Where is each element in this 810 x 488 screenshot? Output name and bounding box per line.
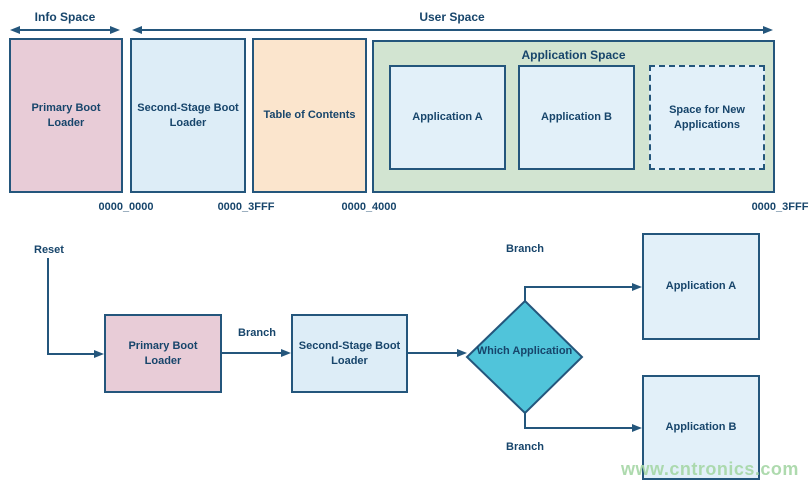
- decision-label: Which Application: [476, 345, 573, 357]
- flow-node-second-stage-label: Second-Stage Boot Loader: [298, 340, 401, 367]
- memory-block-table-of-contents: Table of Contents: [252, 38, 367, 193]
- memory-block-application-a-label: Application A: [412, 111, 483, 124]
- flow-node-application-a: Application A: [642, 233, 760, 340]
- flow-node-application-b: Application B: [642, 375, 760, 480]
- branch-label-1: Branch: [238, 327, 276, 339]
- address-0000-0000: 0000_0000: [98, 201, 154, 213]
- memory-block-application-b: Application B: [518, 65, 635, 170]
- memory-block-application-b-label: Application B: [541, 111, 612, 124]
- address-0000-4000: 0000_4000: [341, 201, 397, 213]
- branch-arrow-app-a: [524, 283, 642, 301]
- memory-block-second-stage-label: Second-Stage Boot Loader: [137, 102, 239, 129]
- memory-block-table-of-contents-label: Table of Contents: [263, 109, 356, 122]
- memory-block-primary-boot-loader: Primary Boot Loader: [9, 38, 123, 193]
- address-end-0000-3fff: 0000_3FFF: [751, 201, 809, 213]
- info-space-label: Info Space: [34, 10, 96, 24]
- memory-block-space-for-new-applications-label: Space for New Applications: [669, 104, 745, 131]
- flow-node-application-b-label: Application B: [665, 421, 737, 434]
- memory-block-primary-boot-loader-label: Primary Boot Loader: [31, 102, 101, 129]
- address-0000-3fff: 0000_3FFF: [217, 201, 275, 213]
- user-space-label: User Space: [419, 10, 485, 24]
- application-space-container: Application Space Application A Applicat…: [372, 40, 775, 193]
- memory-block-space-for-new-applications: Space for New Applications: [649, 65, 765, 170]
- branch-label-2: Branch: [506, 243, 544, 255]
- flow-node-application-a-label: Application A: [665, 280, 737, 293]
- application-space-label: Application Space: [521, 48, 626, 62]
- watermark-text: www.cntronics.com: [621, 459, 799, 479]
- branch-arrow-app-b: [524, 413, 642, 432]
- flow-node-primary-boot-loader-label: Primary Boot Loader: [128, 340, 198, 367]
- flow-node-second-stage: Second-Stage Boot Loader: [291, 314, 408, 393]
- branch-label-3: Branch: [506, 441, 544, 453]
- memory-block-second-stage: Second-Stage Boot Loader: [130, 38, 246, 193]
- flow-node-primary-boot-loader: Primary Boot Loader: [104, 314, 222, 393]
- reset-arrow: [47, 258, 104, 358]
- reset-label: Reset: [34, 244, 64, 256]
- memory-block-application-a: Application A: [389, 65, 506, 170]
